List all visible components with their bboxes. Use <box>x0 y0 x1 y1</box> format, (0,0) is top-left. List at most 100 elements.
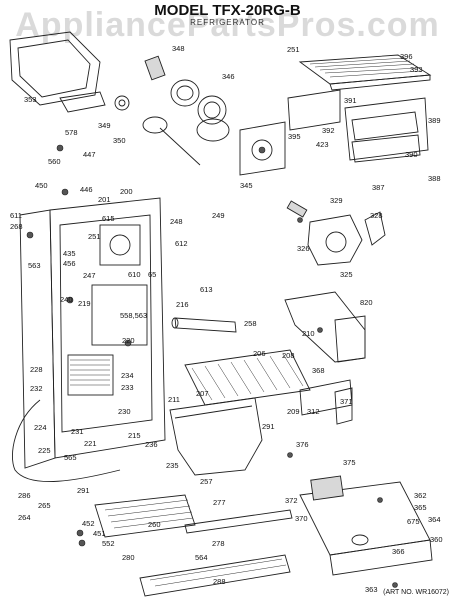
part-label: 201 <box>98 195 111 204</box>
part-label: 221 <box>84 439 97 448</box>
ice-bucket-drawing <box>9 31 106 113</box>
art-number: (ART NO. WR16072) <box>383 589 449 596</box>
part-label: 349 <box>98 121 111 130</box>
part-label: 392 <box>322 126 335 135</box>
compressor-housing-drawing <box>299 475 433 576</box>
part-label: 610 <box>128 270 141 279</box>
part-label: 371 <box>340 397 353 406</box>
part-label: 258 <box>244 319 257 328</box>
part-label: 435 <box>63 249 76 258</box>
part-label: 249 <box>212 211 225 220</box>
part-label: 206 <box>253 349 266 358</box>
part-label: 820 <box>360 298 373 307</box>
part-label: 251 <box>287 45 300 54</box>
part-label: 211 <box>168 395 180 404</box>
part-label: 376 <box>296 440 309 449</box>
part-label: 200 <box>120 187 133 196</box>
part-label: 286 <box>18 491 31 500</box>
hardware-drawing <box>26 144 398 588</box>
part-label: 215 <box>128 431 141 440</box>
motor-bracket-drawing <box>239 121 286 176</box>
part-label: 560 <box>48 157 61 166</box>
part-label: 225 <box>38 446 51 455</box>
part-label: 389 <box>428 116 441 125</box>
part-label: 312 <box>307 407 320 416</box>
ice-maker-drawing <box>286 200 386 266</box>
part-label: 216 <box>176 300 189 309</box>
part-label: 387 <box>372 183 385 192</box>
part-label: 375 <box>343 458 356 467</box>
part-label: 208 <box>282 351 295 360</box>
part-label: 612 <box>175 239 188 248</box>
part-label: 346 <box>222 72 235 81</box>
part-label: 247 <box>83 271 96 280</box>
water-tube-drawing <box>12 399 121 482</box>
part-label: 360 <box>430 535 443 544</box>
part-label: 240 <box>60 295 73 304</box>
part-label: 248 <box>170 217 183 226</box>
part-label: 564 <box>195 553 208 562</box>
part-label: 230 <box>118 407 131 416</box>
part-label: 350 <box>113 136 126 145</box>
part-label: 446 <box>80 185 93 194</box>
part-label: 291 <box>262 422 275 431</box>
part-label: 235 <box>166 461 179 470</box>
part-label: 291 <box>77 486 90 495</box>
part-label: 423 <box>316 140 329 149</box>
part-label: 348 <box>172 44 185 53</box>
part-label: 390 <box>405 150 418 159</box>
part-label: 366 <box>392 547 405 556</box>
part-label: 353 <box>24 95 37 104</box>
part-label: 388 <box>428 174 441 183</box>
part-label: 452 <box>82 519 95 528</box>
part-label: 393 <box>410 65 423 74</box>
part-label: 365 <box>414 503 427 512</box>
part-label: 228 <box>30 365 43 374</box>
part-label: 552 <box>102 539 115 548</box>
auger-assembly-drawing <box>114 55 230 166</box>
bracket-drawing <box>299 379 353 425</box>
part-label: 558,563 <box>120 311 148 320</box>
drip-pan-drawing <box>169 397 263 476</box>
part-label: 329 <box>330 196 343 205</box>
part-label: 233 <box>121 383 134 392</box>
part-label: 232 <box>30 384 43 393</box>
part-label: 328 <box>370 211 383 220</box>
part-label: 257 <box>200 477 213 486</box>
part-label: 260 <box>148 520 161 529</box>
part-label: 268 <box>10 222 23 231</box>
grille-drawing <box>94 494 196 538</box>
part-label: 234 <box>121 371 134 380</box>
shelf-drawing <box>298 54 432 91</box>
part-label: 325 <box>340 270 353 279</box>
part-label: 368 <box>312 366 325 375</box>
part-label: 395 <box>288 132 301 141</box>
part-label: 370 <box>295 514 308 523</box>
part-label: 265 <box>38 501 51 510</box>
ice-maker-assembly-drawing <box>284 291 366 363</box>
part-label: 231 <box>71 427 84 436</box>
part-label: 391 <box>344 96 357 105</box>
part-label: 615 <box>102 214 115 223</box>
part-label: 288 <box>213 577 226 586</box>
part-label: 280 <box>122 553 135 562</box>
part-label: 447 <box>83 150 96 159</box>
part-label: 363 <box>365 585 378 594</box>
part-label: 578 <box>65 128 78 137</box>
part-label: 456 <box>63 259 76 268</box>
part-label: 277 <box>213 498 226 507</box>
part-label: 209 <box>287 407 300 416</box>
part-label: 236 <box>145 440 158 449</box>
part-label: 451 <box>93 529 106 538</box>
dispenser-panel-drawing <box>287 89 429 163</box>
part-label: 613 <box>200 285 213 294</box>
diagram-subtitle: REFRIGERATOR <box>190 18 265 27</box>
part-label: 396 <box>400 52 413 61</box>
part-label: 611 <box>10 211 22 220</box>
part-label: 224 <box>34 423 47 432</box>
part-label: 278 <box>212 539 225 548</box>
diagram-title: MODEL TFX-20RG-B <box>154 2 301 19</box>
part-label: 563 <box>28 261 41 270</box>
